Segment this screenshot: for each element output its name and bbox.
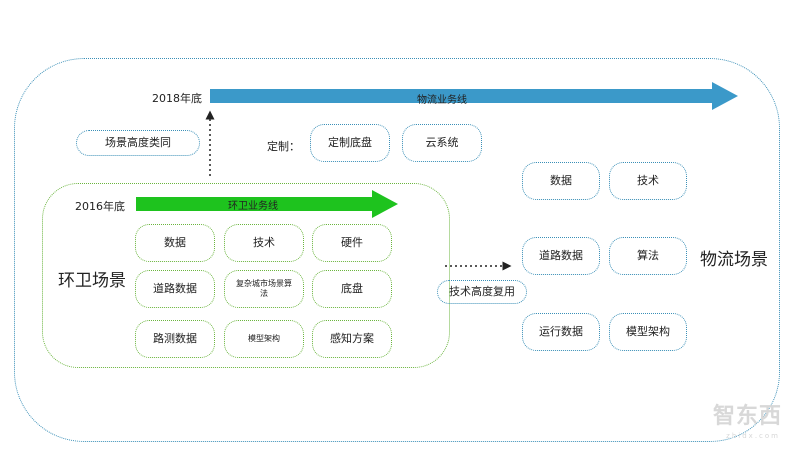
- logistics-tech-box: 技术: [609, 162, 687, 200]
- logistics-run-data-box: 运行数据: [522, 313, 600, 351]
- custom-chassis-box: 定制底盘: [310, 124, 390, 162]
- sanitation-line-label: 环卫业务线: [228, 201, 278, 212]
- sanitation-line-arrow: [136, 190, 398, 218]
- watermark-logo: 智东西: [712, 404, 782, 429]
- sanitation-hardware-box: 硬件: [312, 224, 392, 262]
- sanitation-road-data-box: 道路数据: [135, 270, 215, 308]
- sanitation-year-label: 2016年底: [75, 200, 125, 213]
- sanitation-urban-algorithm-box: 复杂城市场景算法: [224, 270, 304, 308]
- logistics-line-arrow: [210, 82, 738, 110]
- logistics-scene-title: 物流场景: [700, 250, 768, 270]
- sanitation-chassis-box: 底盘: [312, 270, 392, 308]
- logistics-year-label: 2018年底: [152, 92, 202, 105]
- scene-similarity-box: 场景高度类同: [76, 130, 200, 156]
- sanitation-scene-title: 环卫场景: [58, 271, 126, 291]
- tech-reuse-box: 技术高度复用: [437, 280, 527, 304]
- cloud-system-box: 云系统: [402, 124, 482, 162]
- sanitation-data-box: 数据: [135, 224, 215, 262]
- sanitation-scene-boundary: [42, 183, 450, 368]
- logistics-data-box: 数据: [522, 162, 600, 200]
- sanitation-perception-box: 感知方案: [312, 320, 392, 358]
- sanitation-model-arch-box: 模型架构: [224, 320, 304, 358]
- logistics-scene-boundary: [14, 58, 780, 442]
- sanitation-tech-box: 技术: [224, 224, 304, 262]
- logistics-line-label: 物流业务线: [417, 95, 467, 106]
- logistics-road-data-box: 道路数据: [522, 237, 600, 275]
- logistics-model-arch-box: 模型架构: [609, 313, 687, 351]
- custom-label: 定制：: [267, 140, 300, 153]
- logistics-algorithm-box: 算法: [609, 237, 687, 275]
- sanitation-road-test-data-box: 路测数据: [135, 320, 215, 358]
- watermark-url: zhidx.com: [726, 432, 780, 440]
